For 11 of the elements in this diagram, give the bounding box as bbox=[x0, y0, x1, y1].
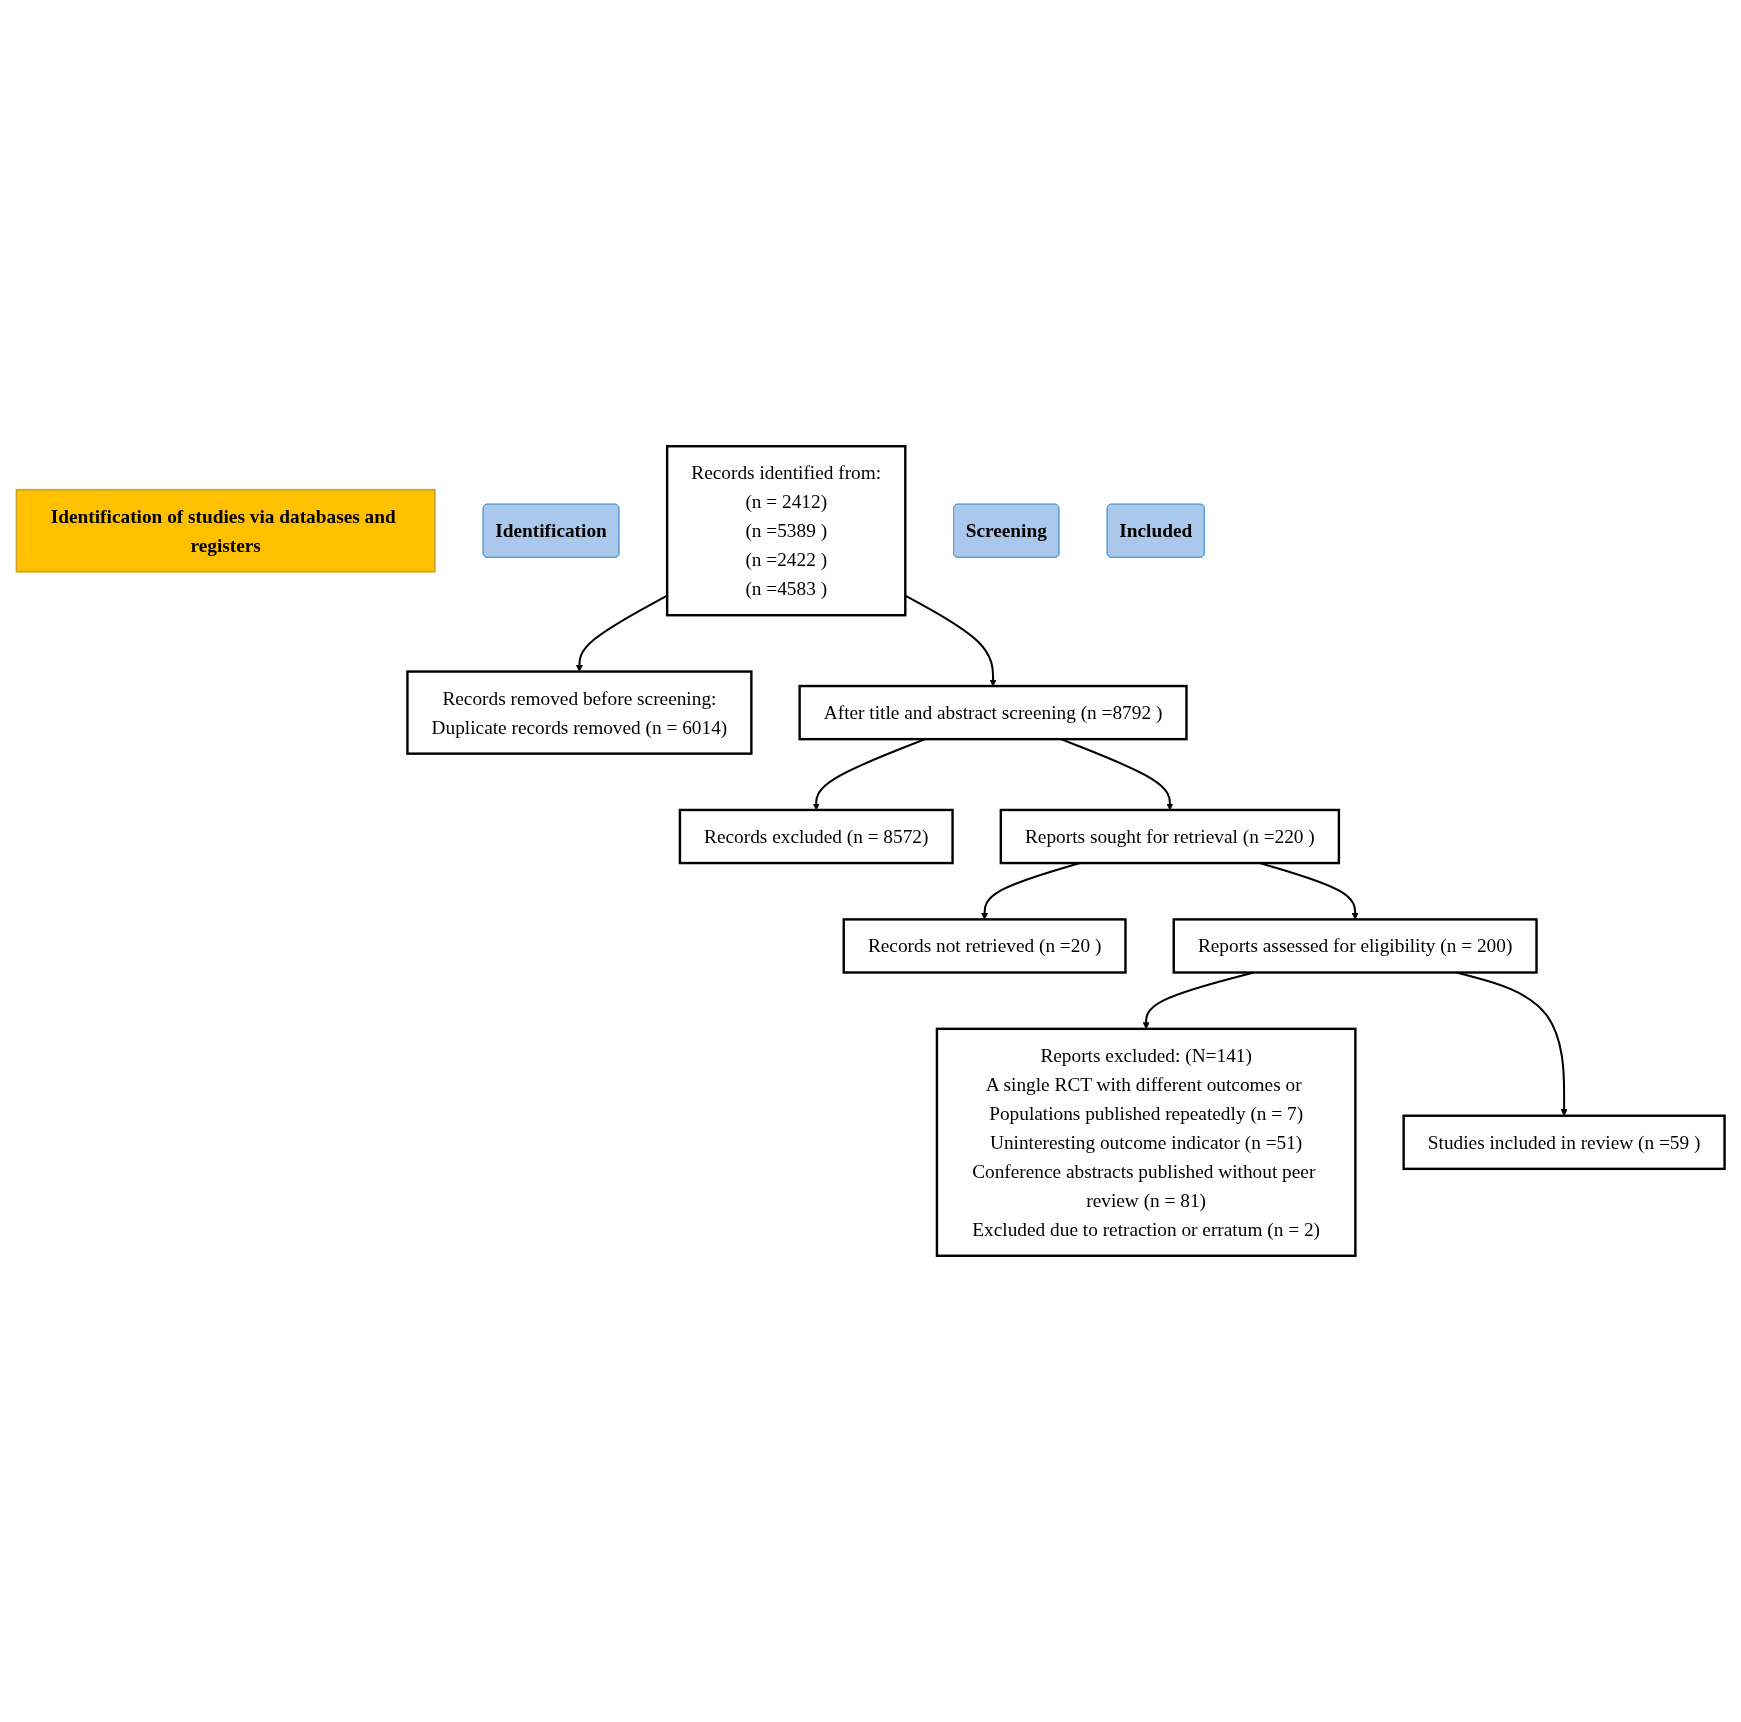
node-box: Identification of studies via databases and registers bbox=[15, 488, 436, 573]
node-box: Records excluded (n = 8572) bbox=[678, 808, 954, 865]
node-box: Reports excluded: (N=141) A single RCT with different outcomes or Populations published repeatedly (n = 7) Uninteresting outcome indicator (n =51) Conference abstracts published without peer review (n = 81) Excluded due to retraction or erratum (n = 2) bbox=[935, 1027, 1357, 1257]
node-box: Records not retrieved (n =20 ) bbox=[842, 918, 1127, 974]
arrow bbox=[575, 594, 668, 672]
node-box: Studies included in review (n =59 ) bbox=[1402, 1114, 1726, 1171]
node-box: Records removed before screening: Duplicate records removed (n = 6014) bbox=[406, 670, 753, 755]
node-box: Records identified from: (n = 2412) (n =5389 ) (n =2422 ) (n =4583 ) bbox=[665, 445, 907, 617]
node-box: Reports assessed for eligibility (n = 200) bbox=[1172, 918, 1538, 974]
node-box: Reports sought for retrieval (n =220 ) bbox=[999, 808, 1341, 865]
node-box: After title and abstract screening (n =8792 ) bbox=[798, 684, 1188, 741]
